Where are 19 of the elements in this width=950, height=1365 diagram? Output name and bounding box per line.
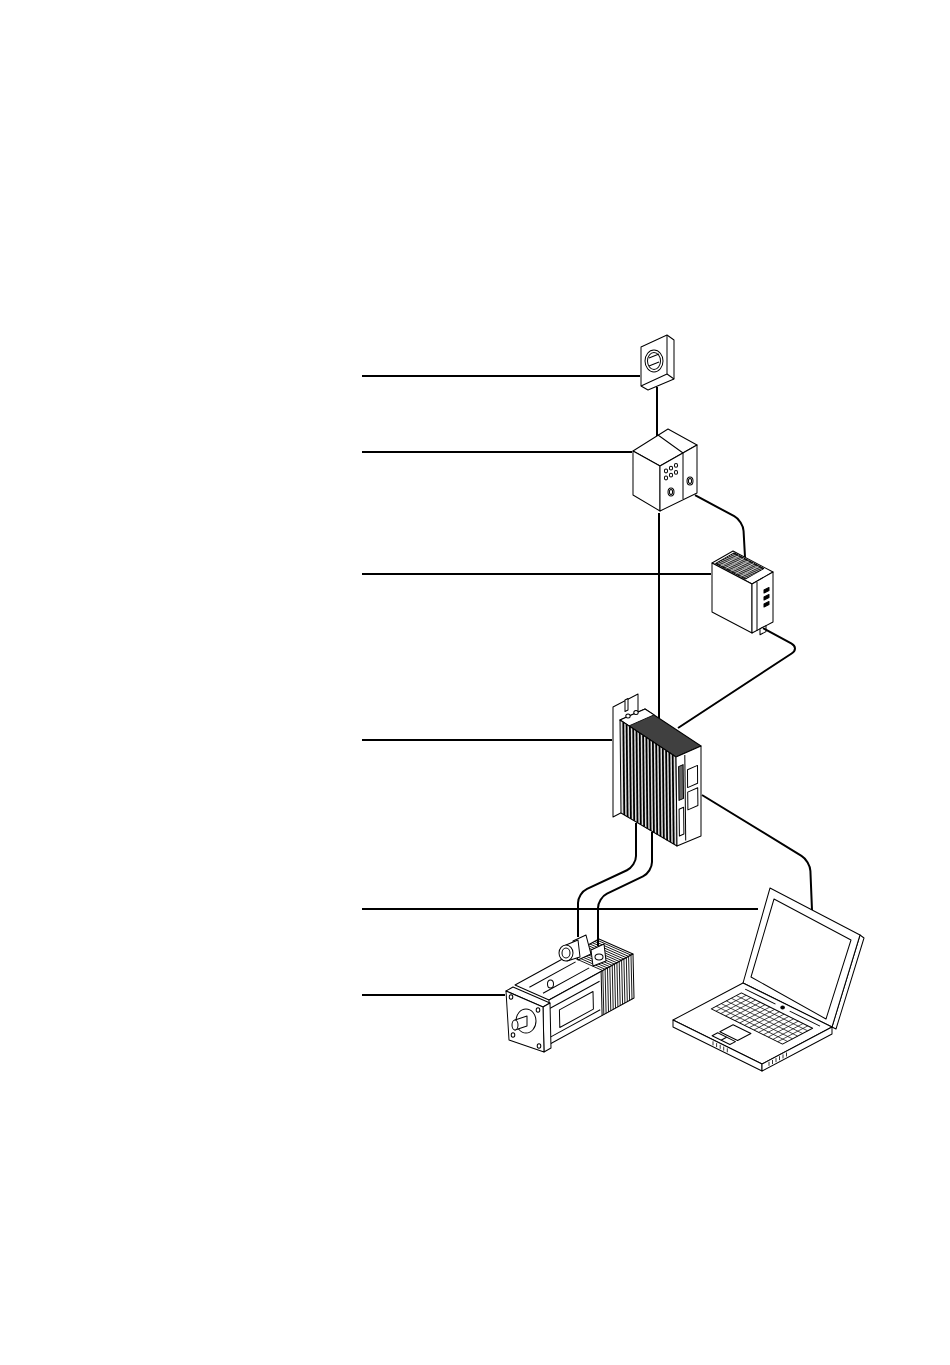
leader-line (361, 994, 506, 996)
cable (677, 627, 796, 729)
socket-drawing (640, 334, 675, 391)
leader-line (361, 908, 759, 910)
cable (577, 822, 637, 938)
leader-line (361, 375, 641, 377)
cable (694, 494, 746, 558)
power-supply-drawing (711, 550, 774, 636)
cable (658, 512, 660, 719)
leader-line (361, 451, 633, 453)
cable (701, 794, 813, 911)
cable (597, 831, 653, 947)
leader-line (361, 739, 613, 741)
leader-line (361, 573, 712, 575)
servo-drive-drawing (612, 693, 702, 847)
cable (656, 386, 658, 437)
control-cabinet-drawing (632, 428, 698, 512)
laptop-drawing (672, 887, 865, 1072)
motor-drawing (505, 934, 635, 1053)
